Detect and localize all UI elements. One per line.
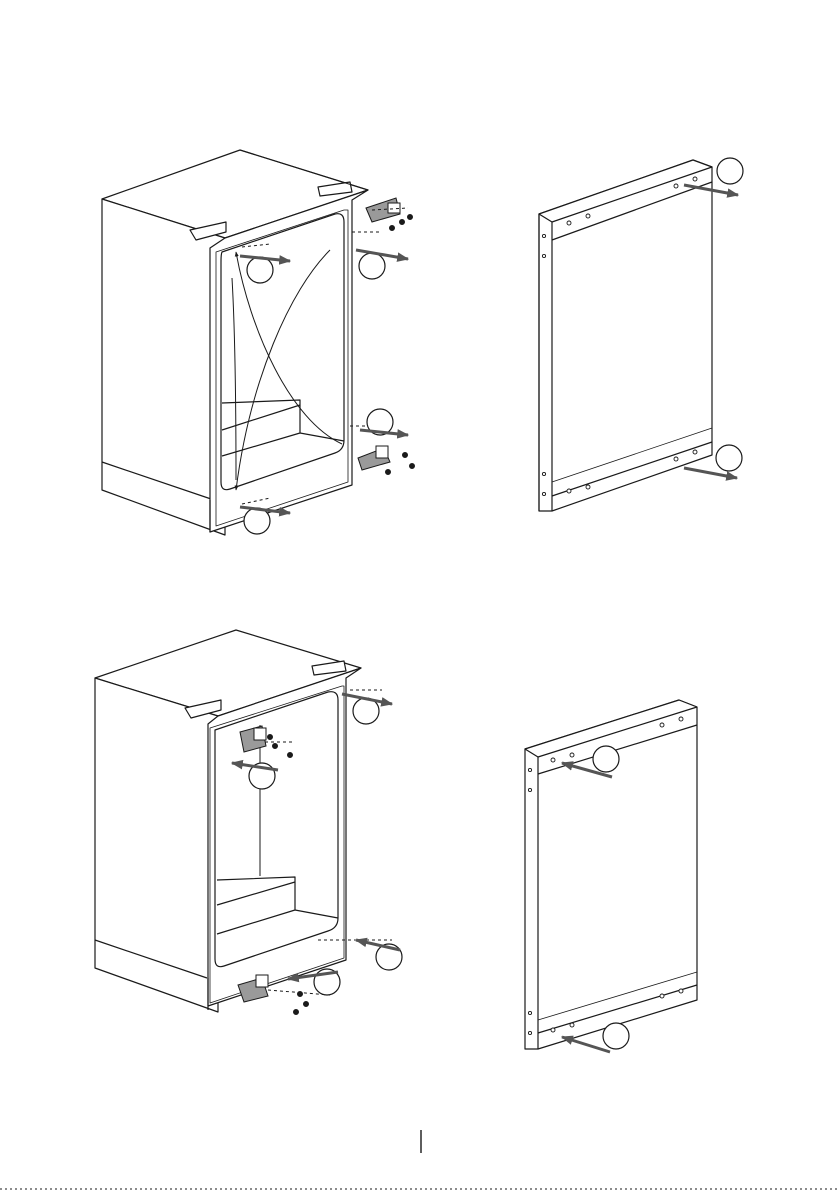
callout-circle bbox=[359, 253, 385, 279]
callout-circle bbox=[593, 746, 619, 772]
top-hinge-fig1 bbox=[366, 198, 413, 231]
door-panel-top bbox=[539, 160, 712, 511]
callout-circle bbox=[716, 445, 742, 471]
callout-circle bbox=[244, 508, 270, 534]
callouts-fig2 bbox=[716, 158, 743, 471]
callout-circle bbox=[717, 158, 743, 184]
callout-circle bbox=[603, 1023, 629, 1049]
callout-circle bbox=[247, 257, 273, 283]
cabinet-figure-top bbox=[102, 150, 368, 535]
bottom-hinge-fig1 bbox=[358, 446, 415, 475]
cabinet-figure-bottom bbox=[95, 630, 361, 1012]
